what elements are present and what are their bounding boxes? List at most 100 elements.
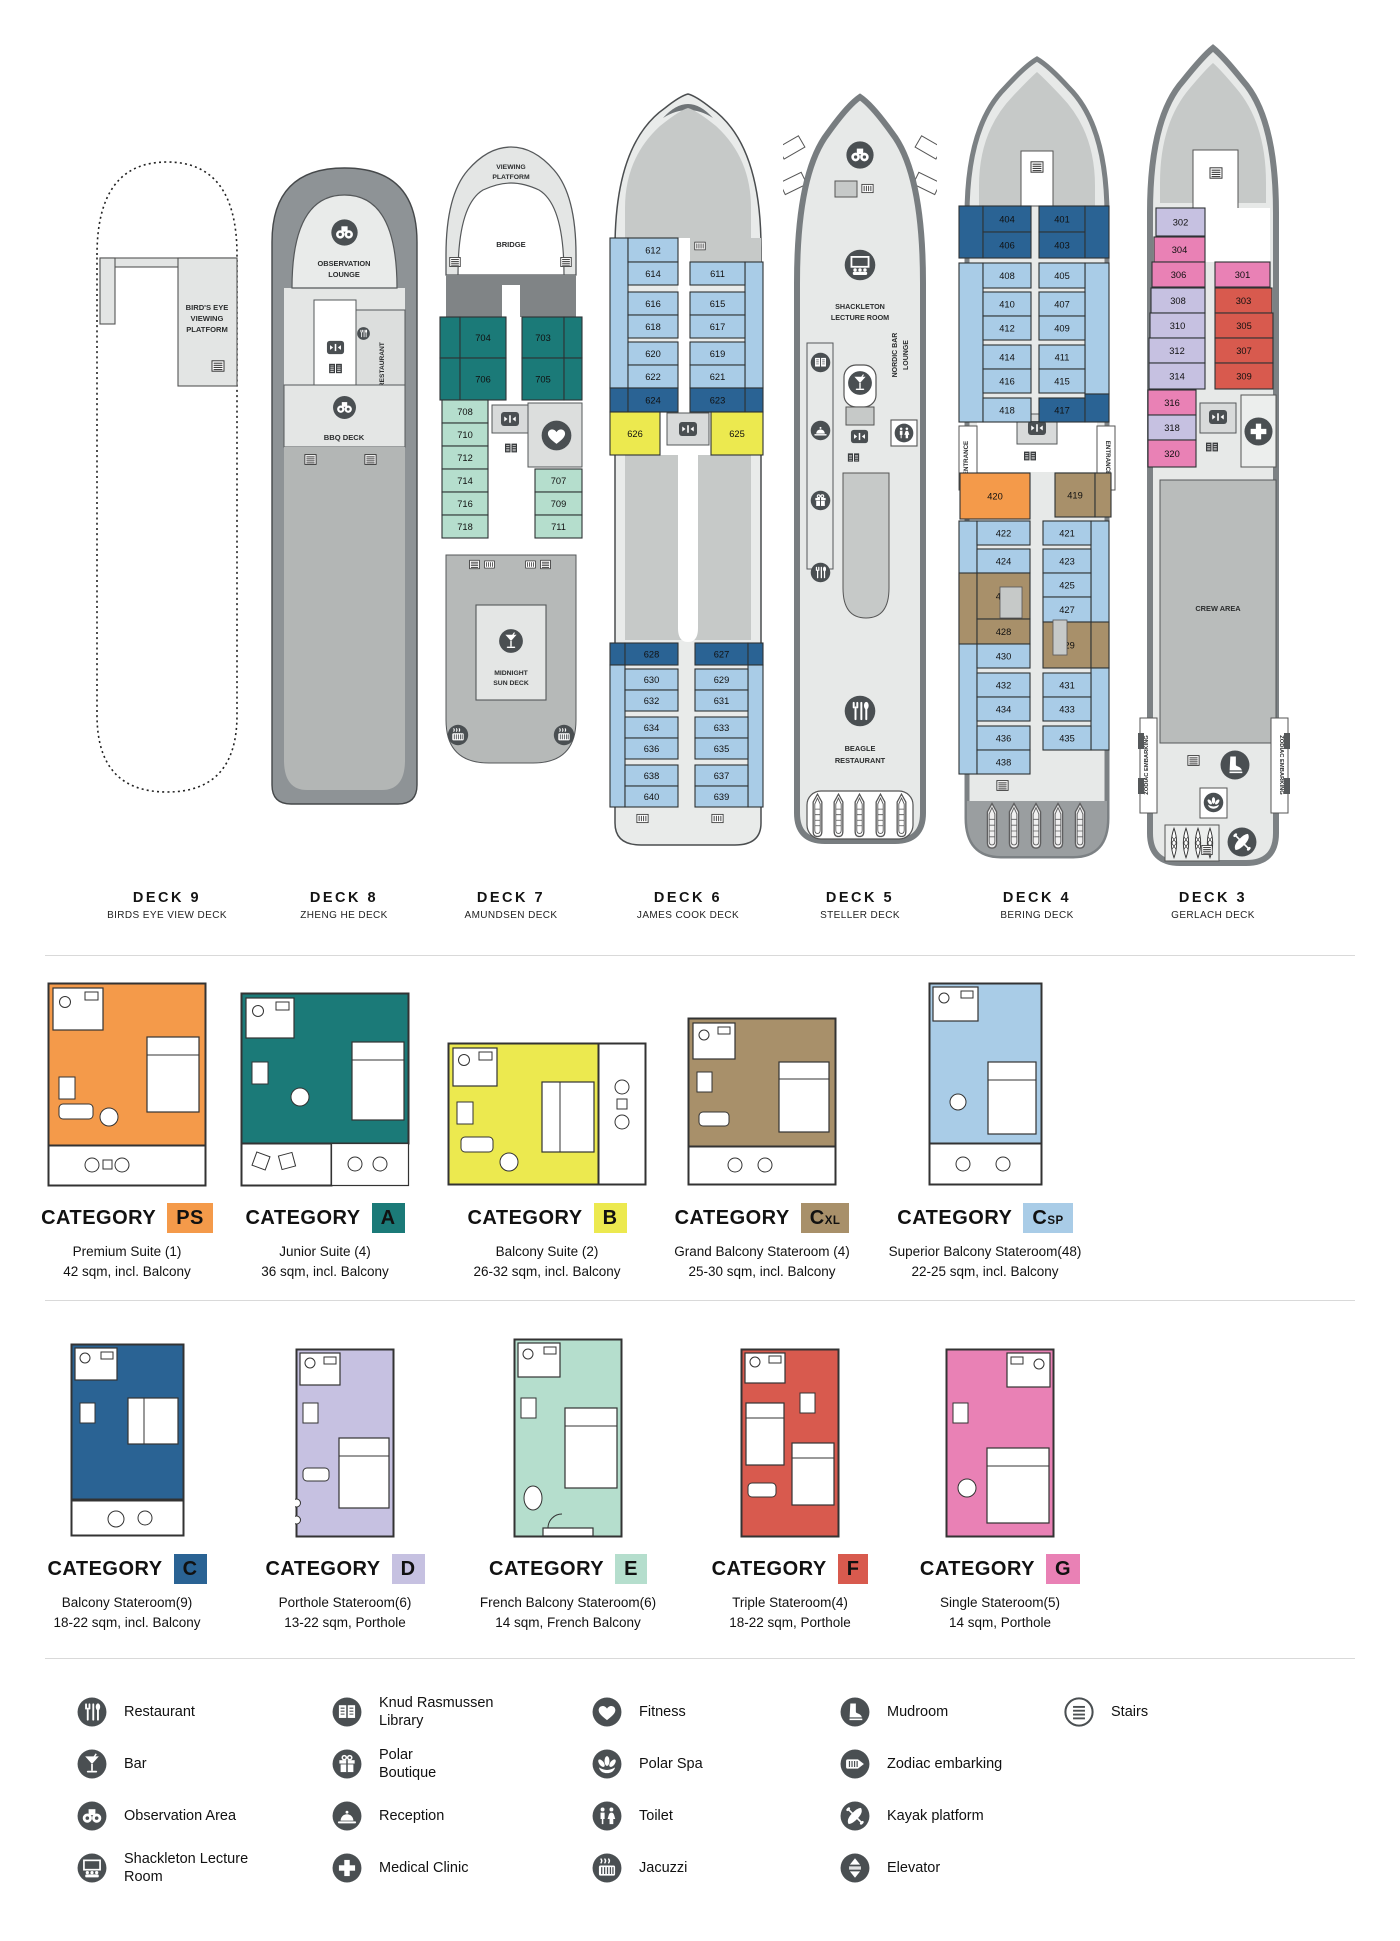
category-word: CATEGORY — [489, 1557, 605, 1580]
legend-item: Polar Boutique — [330, 1744, 544, 1784]
category-word: CATEGORY — [467, 1206, 583, 1229]
svg-text:BRIDGE: BRIDGE — [496, 240, 526, 249]
category-word: CATEGORY — [47, 1557, 163, 1580]
legend-col-5: Stairs — [1062, 1692, 1276, 1744]
polar-spa-icon — [592, 1749, 622, 1779]
zodiac-embarking-icon — [839, 1748, 871, 1780]
elevator-icon — [326, 340, 345, 355]
cabin-number: 710 — [457, 430, 473, 440]
cabin-number: 309 — [1236, 371, 1252, 381]
bar-icon — [847, 370, 873, 396]
cabin-320 — [1147, 439, 1197, 468]
medical-clinic-icon — [1244, 417, 1273, 446]
svg-text:VIEWING: VIEWING — [496, 164, 525, 171]
cabin-number: 414 — [999, 352, 1015, 362]
cabin-632 — [624, 689, 679, 712]
cabin-number: 640 — [644, 792, 660, 802]
svg-text:BEAGLE: BEAGLE — [845, 744, 876, 753]
cabin-number: 634 — [644, 723, 660, 733]
cabin-312 — [1148, 337, 1206, 364]
library-icon — [847, 452, 860, 463]
jacuzzi-icon — [636, 813, 649, 824]
cabin-628 — [624, 642, 679, 666]
cabin-number: 612 — [645, 245, 661, 255]
polar-spa-icon — [1203, 792, 1224, 813]
stairs-icon — [560, 256, 572, 268]
cabin-number: 428 — [996, 627, 1012, 637]
cabin-433 — [1042, 696, 1092, 722]
legend-item: Restaurant — [75, 1692, 289, 1732]
category-word: CATEGORY — [41, 1206, 157, 1229]
legend-item: Observation Area — [75, 1796, 289, 1836]
cabin-number: 403 — [1054, 240, 1070, 250]
cabin-number: 709 — [551, 499, 567, 509]
cabin-414 — [982, 344, 1032, 370]
svg-text:ZODIAC EMBARKING: ZODIAC EMBARKING — [1278, 735, 1284, 795]
cabin-309 — [1214, 362, 1274, 390]
svg-text:SHACKLETON: SHACKLETON — [835, 302, 885, 311]
cabin-number: 635 — [714, 744, 730, 754]
cabin-406 — [982, 231, 1032, 259]
legend-item: Jacuzzi — [590, 1848, 804, 1888]
cabin-306 — [1151, 261, 1206, 288]
cabin-number: 639 — [714, 792, 730, 802]
category-word: CATEGORY — [245, 1206, 361, 1229]
zodiac-platforms — [783, 135, 937, 196]
cabin-624 — [627, 387, 679, 413]
cabin-number: 625 — [729, 429, 745, 439]
cabin-strip — [609, 237, 629, 389]
cabin-strip — [958, 520, 978, 775]
svg-text:OBSERVATION: OBSERVATION — [318, 259, 371, 268]
svg-text:BBQ DECK: BBQ DECK — [324, 433, 365, 442]
cabin-number: 318 — [1164, 423, 1180, 433]
legend-item: Kayak platform — [838, 1796, 1052, 1836]
cabin-412 — [982, 315, 1032, 341]
cabin-number: 617 — [710, 322, 726, 332]
cabin-408 — [982, 262, 1032, 289]
cabin-number: 424 — [996, 556, 1012, 566]
svg-text:SUN DECK: SUN DECK — [493, 680, 529, 687]
category-size: 22-25 sqm, incl. Balcony — [911, 1263, 1059, 1279]
category-badge: E — [615, 1554, 647, 1584]
cabin-strip — [563, 357, 583, 401]
cabin-316 — [1147, 389, 1197, 416]
floorplan-ps — [47, 975, 207, 1187]
cabin-422 — [976, 520, 1031, 546]
observation-icon — [77, 1801, 107, 1831]
cabin-639 — [694, 785, 749, 808]
floorplan-csp — [928, 975, 1043, 1187]
floorplan-b — [447, 975, 647, 1187]
cabin-number: 703 — [535, 333, 551, 343]
elevator-icon — [1028, 421, 1046, 435]
category-word: CATEGORY — [711, 1557, 827, 1580]
cabin-strip — [1094, 472, 1112, 518]
jacuzzi-icon — [861, 183, 874, 194]
jacuzzi-icon — [447, 724, 469, 746]
category-badge: D — [391, 1554, 425, 1584]
cabin-number: 629 — [714, 675, 730, 685]
stairs-icon — [1209, 167, 1223, 179]
cabin-number: 401 — [1054, 214, 1070, 224]
floorplan-d — [295, 1320, 395, 1538]
category-badge: C — [173, 1554, 207, 1584]
legend-item: Shackleton Lecture Room — [75, 1848, 289, 1888]
cabin-419 — [1054, 472, 1096, 518]
cabin-611 — [689, 261, 746, 286]
cabin-411 — [1038, 344, 1086, 370]
cabin-718 — [441, 514, 489, 539]
cabin-405 — [1038, 262, 1086, 289]
stairs-icon — [1201, 844, 1213, 856]
cabin-number: 407 — [1054, 299, 1070, 309]
cabin-number: 410 — [999, 299, 1015, 309]
cabin-418 — [982, 397, 1032, 423]
restaurant-icon — [76, 1696, 108, 1728]
jacuzzi-icon — [711, 813, 724, 824]
cabin-strip — [744, 261, 764, 389]
cabin-425 — [1042, 572, 1092, 598]
cabin-number: 303 — [1236, 296, 1252, 306]
